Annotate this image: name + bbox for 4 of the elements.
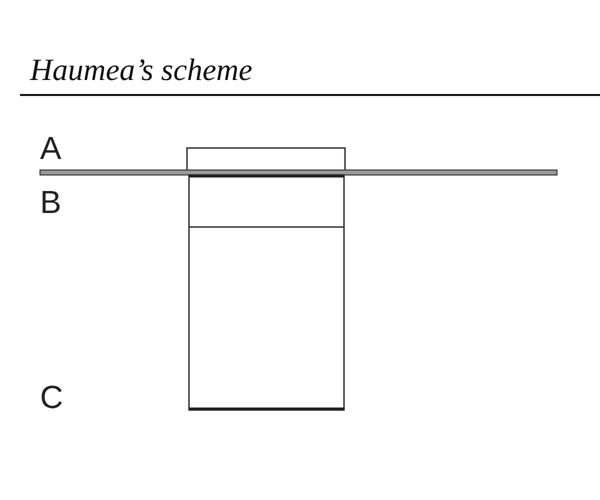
layer-label: A <box>40 132 62 164</box>
title: Haumea’s scheme <box>30 52 252 88</box>
layer-label: C <box>40 381 64 413</box>
layer-label: B <box>40 186 62 218</box>
